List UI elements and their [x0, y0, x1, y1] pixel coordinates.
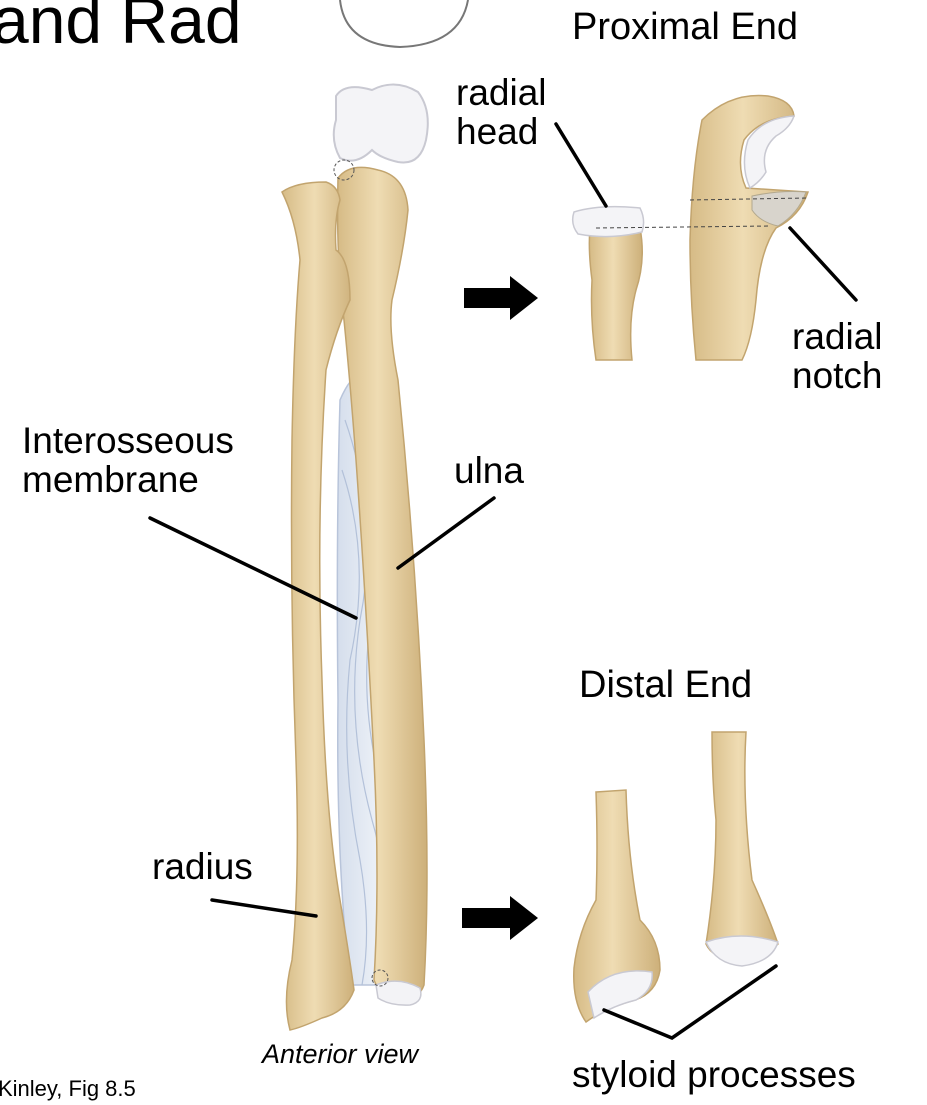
proximal-dashed-guide-1 — [689, 197, 807, 201]
ulna-bone — [336, 166, 428, 1000]
distal-ulna-cartilage — [704, 935, 779, 967]
distal-ulna-detail — [705, 731, 779, 963]
title-circle-decoration — [339, 0, 469, 49]
ulna-label: ulna — [454, 450, 524, 491]
ulna-distal-cartilage — [375, 980, 422, 1006]
radial-notch-label-line1: radial — [792, 316, 883, 357]
anterior-view-caption: Anterior view — [262, 1039, 419, 1069]
radial-notch-leader — [788, 226, 858, 302]
interosseous-leader — [148, 516, 358, 620]
interosseous-label-line1: Interosseous — [22, 420, 234, 461]
radial-notch-surface — [751, 191, 807, 227]
styloid-leader — [602, 964, 778, 1040]
radial-head-label-line2: head — [456, 110, 539, 152]
radial-notch-label: radial notch — [792, 316, 883, 396]
trochlear-notch-cartilage — [743, 115, 796, 190]
radial-head-leader — [554, 122, 608, 208]
trochlea-cartilage — [332, 83, 429, 164]
proximal-radius-detail — [588, 224, 643, 361]
proximal-arrow-icon — [464, 276, 538, 320]
styloid-processes-label: styloid processes — [572, 1054, 856, 1095]
interosseous-membrane-label: Interosseous membrane — [22, 420, 234, 500]
joint-marker-distal — [371, 969, 389, 987]
distal-arrow-icon — [462, 896, 538, 940]
figure-credit: Kinley, Fig 8.5 — [0, 1076, 136, 1101]
ulna-leader — [396, 496, 496, 570]
interosseous-label-line2: membrane — [22, 458, 199, 500]
radius-leader — [210, 898, 318, 918]
proximal-dashed-guide-2 — [595, 225, 771, 229]
slide-title-fragment: and Rad — [0, 0, 242, 57]
radial-notch-label-line2: notch — [792, 354, 883, 396]
radius-bone — [281, 181, 355, 1031]
distal-end-heading: Distal End — [579, 664, 753, 706]
proximal-ulna-detail — [689, 94, 810, 361]
joint-marker-proximal — [333, 159, 355, 181]
radial-head-label: radial head — [456, 72, 547, 152]
radial-head-label-line1: radial — [456, 72, 547, 113]
proximal-end-heading: Proximal End — [572, 6, 798, 48]
radius-label: radius — [152, 846, 253, 887]
distal-radius-cartilage — [587, 970, 653, 1020]
radial-head-cartilage — [571, 205, 645, 238]
